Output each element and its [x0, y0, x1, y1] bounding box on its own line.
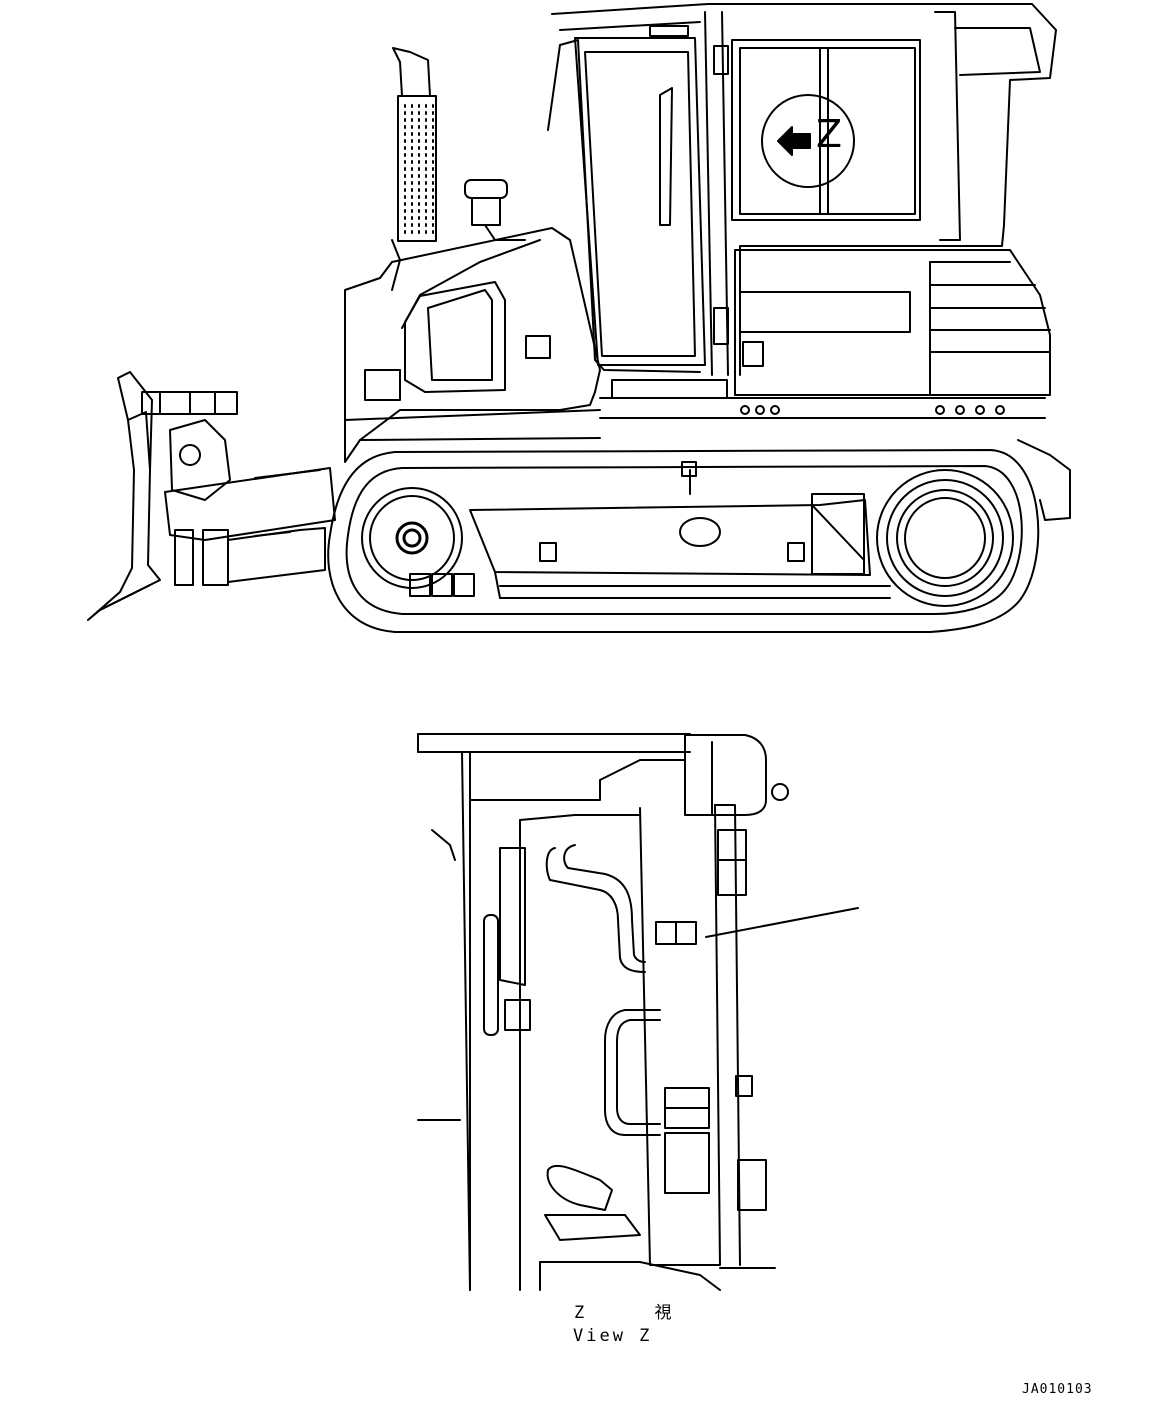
track-frame: [409, 461, 891, 599]
view-z-title-japanese: Z 視: [574, 1303, 702, 1323]
front-idler: [361, 487, 463, 589]
drawing-number: JA010103: [1022, 1382, 1093, 1397]
leader-line: [705, 907, 859, 938]
fuel-tank-fender: [599, 249, 1071, 521]
track-assembly: [327, 449, 1040, 633]
view-z-detail: [417, 733, 859, 1291]
view-z-title-english: View Z: [573, 1326, 653, 1346]
engine-hood: [344, 47, 601, 463]
view-arrow-label: Z: [816, 112, 843, 156]
exhaust-stack: [391, 47, 437, 291]
view-z-callout: [761, 94, 855, 188]
rear-sprocket: [876, 469, 1014, 607]
operator-cab: [547, 3, 1057, 376]
blade-and-push-arm: [87, 371, 336, 621]
